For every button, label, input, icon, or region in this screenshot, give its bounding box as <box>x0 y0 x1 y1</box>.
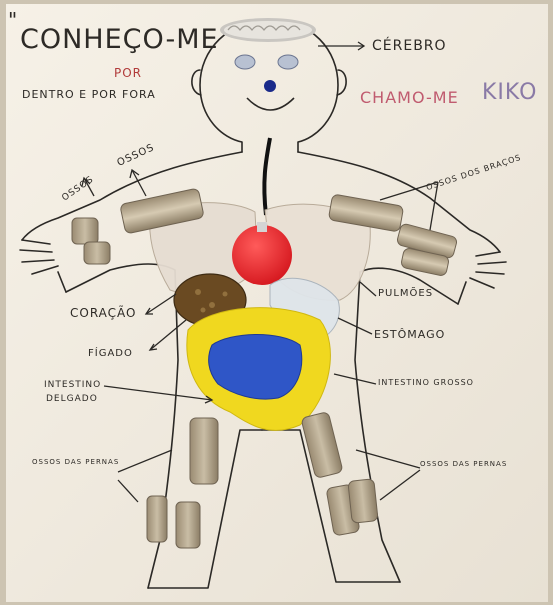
label-ossos-pernas-right: OSSOS DAS PERNAS <box>420 460 507 468</box>
label-pulmoes: PULMÕES <box>378 288 433 299</box>
poster-title: CONHEÇO-ME <box>20 24 219 55</box>
title-subline: DENTRO E POR FORA <box>22 88 156 101</box>
nose <box>264 80 276 92</box>
label-coracao: CORAÇÃO <box>70 306 137 320</box>
name-prefix: CHAMO-ME <box>360 88 459 107</box>
label-ossos-pernas-left: OSSOS DAS PERNAS <box>32 458 119 466</box>
hair-tinsel <box>220 18 316 42</box>
title-por: POR <box>114 66 142 80</box>
kid-name: KIKO <box>482 80 537 105</box>
label-estomago: ESTÔMAGO <box>374 328 445 341</box>
label-intestino-grosso: INTESTINO GROSSO <box>378 378 474 387</box>
label-cerebro: CÉREBRO <box>372 38 447 54</box>
title-quote: " <box>8 8 18 32</box>
label-figado: FÍGADO <box>88 348 133 359</box>
heart-ball <box>232 225 292 285</box>
heart-clip <box>257 222 267 232</box>
right-eye <box>278 55 298 69</box>
label-intestino-delgado-1: INTESTINO <box>44 380 101 390</box>
label-intestino-delgado-2: DELGADO <box>46 394 98 404</box>
left-eye <box>235 55 255 69</box>
